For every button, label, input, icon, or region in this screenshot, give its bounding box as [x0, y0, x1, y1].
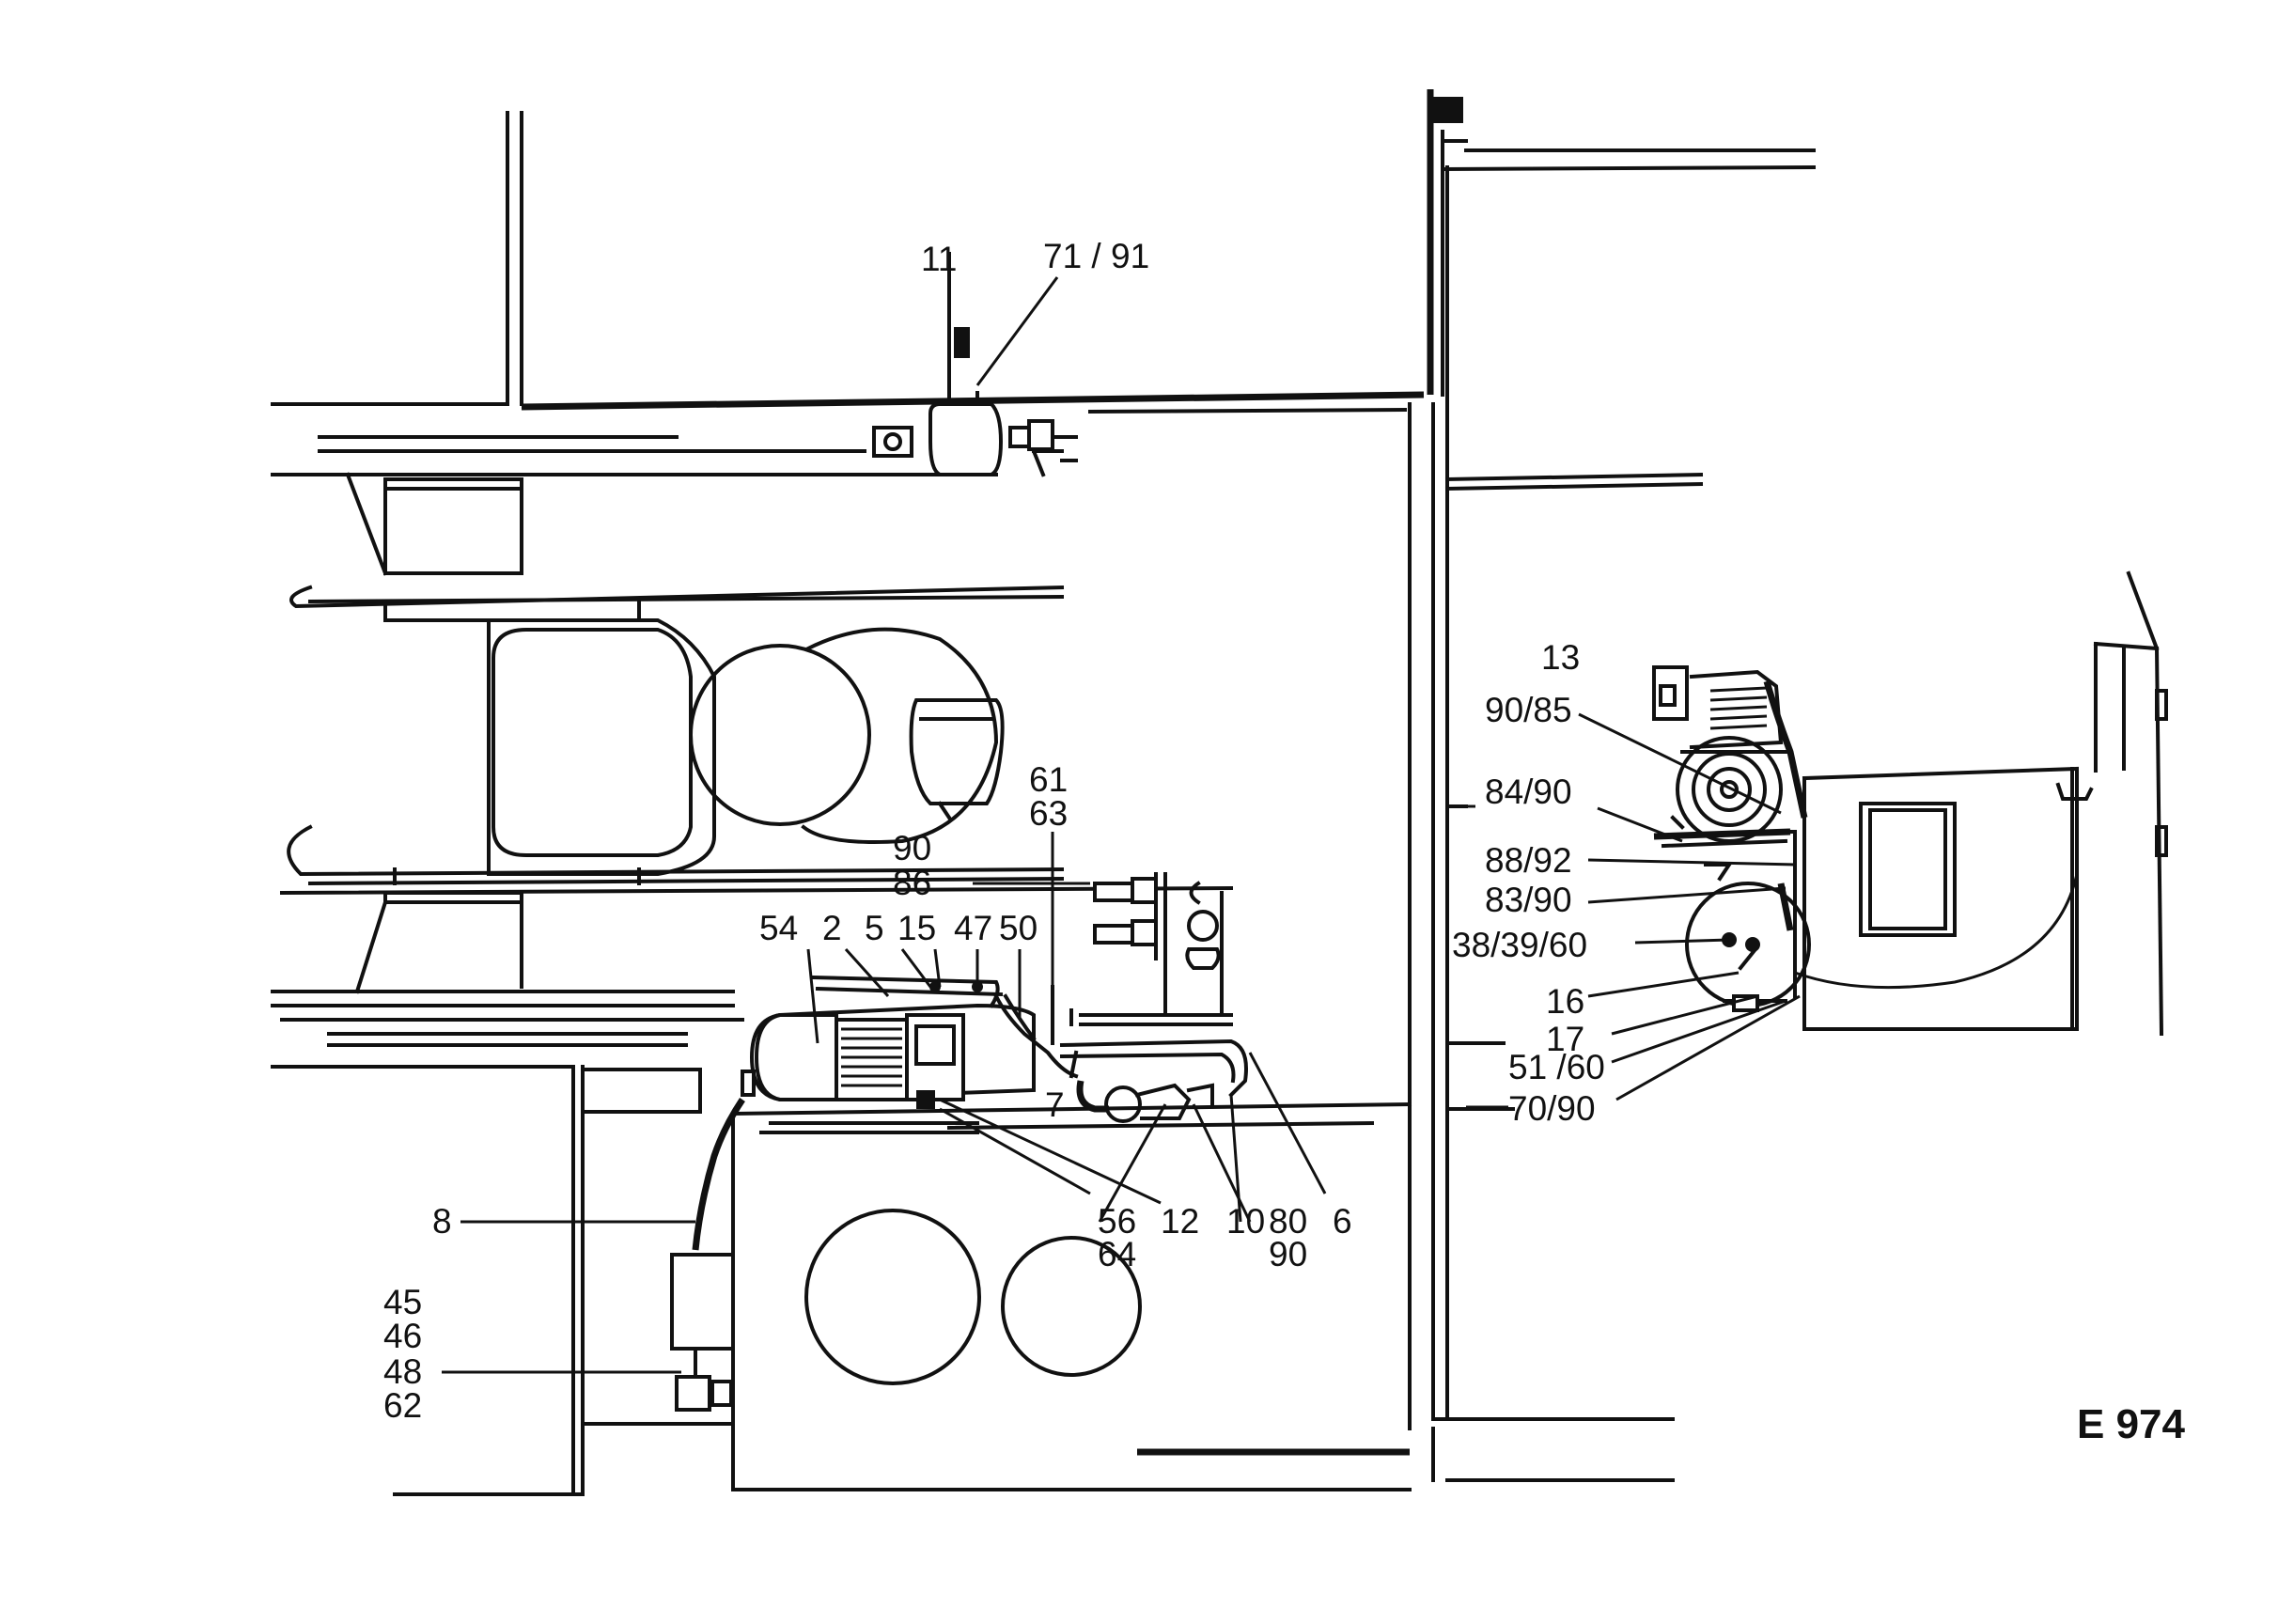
label-51-60: 51 /60 — [1508, 1048, 1605, 1086]
label-70-90: 70/90 — [1508, 1089, 1596, 1128]
label-47: 47 — [954, 909, 992, 947]
valve-assembly-11 — [872, 252, 1078, 477]
leader-lines — [442, 276, 1801, 1374]
label-64: 64 — [1098, 1235, 1136, 1273]
label-46: 46 — [383, 1317, 422, 1355]
label-63: 63 — [1029, 794, 1068, 833]
valve-bank-86 — [1093, 872, 1224, 1017]
piping — [692, 985, 1248, 1251]
label-15: 15 — [897, 909, 936, 947]
filter-unit-45 — [670, 1253, 735, 1412]
label-12: 12 — [1161, 1202, 1199, 1241]
label-5: 5 — [865, 909, 884, 947]
label-38-39-60: 38/39/60 — [1452, 926, 1587, 964]
label-7: 7 — [1045, 1085, 1065, 1124]
label-56: 56 — [1098, 1202, 1136, 1241]
label-13: 13 — [1541, 638, 1580, 677]
label-88-92: 88/92 — [1485, 841, 1572, 880]
label-2: 2 — [822, 909, 842, 947]
label-83-90: 83/90 — [1485, 881, 1572, 919]
label-16: 16 — [1546, 982, 1584, 1021]
label-6: 6 — [1333, 1202, 1352, 1241]
vehicle-structure — [271, 89, 2168, 1496]
compressor-motor — [741, 975, 1036, 1134]
label-84-90: 84/90 — [1485, 773, 1572, 811]
label-61: 61 — [1029, 760, 1068, 799]
label-90-lower: 90 — [1269, 1235, 1307, 1273]
label-80: 80 — [1269, 1202, 1307, 1241]
label-48: 48 — [383, 1352, 422, 1391]
label-45: 45 — [383, 1283, 422, 1321]
label-54: 54 — [759, 909, 798, 947]
label-50: 50 — [999, 909, 1038, 947]
label-10: 10 — [1226, 1202, 1265, 1241]
label-62: 62 — [383, 1386, 422, 1425]
label-90-85: 90/85 — [1485, 691, 1572, 729]
label-86: 86 — [893, 864, 931, 902]
part-labels: 11 71 / 91 13 90/85 84/90 88/92 83/90 38… — [383, 237, 2186, 1447]
drawing-code: E 974 — [2077, 1401, 2186, 1447]
label-90-upper: 90 — [893, 829, 931, 867]
motor-fins — [841, 1027, 902, 1087]
label-71-91: 71 / 91 — [1043, 237, 1149, 275]
label-8: 8 — [432, 1202, 452, 1241]
label-17: 17 — [1546, 1020, 1584, 1058]
label-11: 11 — [921, 240, 957, 278]
